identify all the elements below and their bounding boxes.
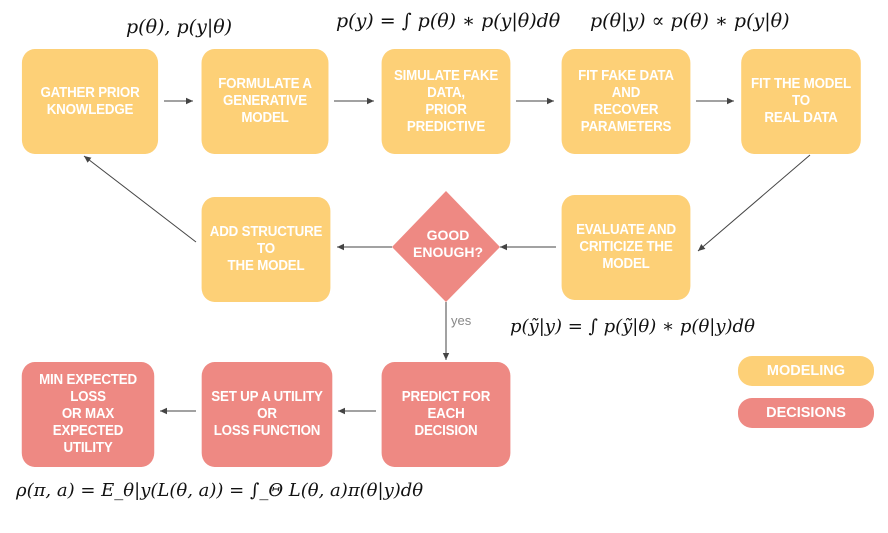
node-gather-prior: GATHER PRIOR KNOWLEDGE: [21, 49, 159, 154]
node-formulate-model: FORMULATE A GENERATIVE MODEL: [201, 49, 329, 154]
node-utility-function: SET UP A UTILITY OR LOSS FUNCTION: [201, 362, 333, 467]
good-enough-label: GOOD ENOUGH?: [413, 227, 483, 260]
node-fit-fake-data: FIT FAKE DATA AND RECOVER PARAMETERS: [561, 49, 691, 154]
node-evaluate-model-label: EVALUATE AND CRITICIZE THE MODEL: [576, 222, 676, 272]
node-fit-real-data: FIT THE MODEL TO REAL DATA: [741, 49, 861, 154]
formula-posterior: p(θ|y) ∝ p(θ) ∗ p(y|θ): [590, 10, 790, 32]
node-formulate-model-label: FORMULATE A GENERATIVE MODEL: [218, 76, 312, 126]
node-predict-decision-label: PREDICT FOR EACH DECISION: [401, 389, 491, 439]
formula-prior-predictive: p(y) = ∫ p(θ) ∗ p(y|θ)dθ: [336, 10, 561, 32]
legend-decisions: DECISIONS: [738, 398, 874, 428]
node-add-structure: ADD STRUCTURE TO THE MODEL: [201, 197, 331, 302]
edge-addstructure-to-gather: [83, 155, 197, 243]
node-fit-fake-data-label: FIT FAKE DATA AND RECOVER PARAMETERS: [578, 67, 674, 135]
node-utility-function-label: SET UP A UTILITY OR LOSS FUNCTION: [211, 389, 323, 439]
formula-expected-loss: ρ(π, a) = E_θ|y(L(θ, a)) = ∫_Θ L(θ, a)π(…: [16, 480, 424, 501]
edge-fitreal-to-evaluate: [697, 154, 811, 252]
node-simulate-fake-data-label: SIMULATE FAKE DATA, PRIOR PREDICTIVE: [393, 67, 499, 135]
node-gather-prior-label: GATHER PRIOR KNOWLEDGE: [40, 84, 140, 118]
node-add-structure-label: ADD STRUCTURE TO THE MODEL: [209, 224, 323, 274]
good-enough-diamond: [392, 191, 500, 302]
legend-decisions-label: DECISIONS: [766, 405, 846, 421]
node-simulate-fake-data: SIMULATE FAKE DATA, PRIOR PREDICTIVE: [381, 49, 511, 154]
legend-modeling-label: MODELING: [766, 363, 846, 379]
edge-label-yes: yes: [451, 313, 472, 328]
formula-prior-likelihood: p(θ), p(y|θ): [126, 16, 233, 38]
node-min-expected-loss-label: MIN EXPECTED LOSS OR MAX EXPECTED UTILIT…: [39, 372, 137, 456]
legend-modeling: MODELING: [738, 356, 874, 386]
formula-posterior-predictive: p(ỹ|y) = ∫ p(ỹ|θ) ∗ p(θ|y)dθ: [510, 316, 755, 337]
node-predict-decision: PREDICT FOR EACH DECISION: [381, 362, 511, 467]
node-fit-real-data-label: FIT THE MODEL TO REAL DATA: [751, 76, 851, 126]
node-evaluate-model: EVALUATE AND CRITICIZE THE MODEL: [561, 195, 691, 300]
node-min-expected-loss: MIN EXPECTED LOSS OR MAX EXPECTED UTILIT…: [21, 362, 155, 467]
